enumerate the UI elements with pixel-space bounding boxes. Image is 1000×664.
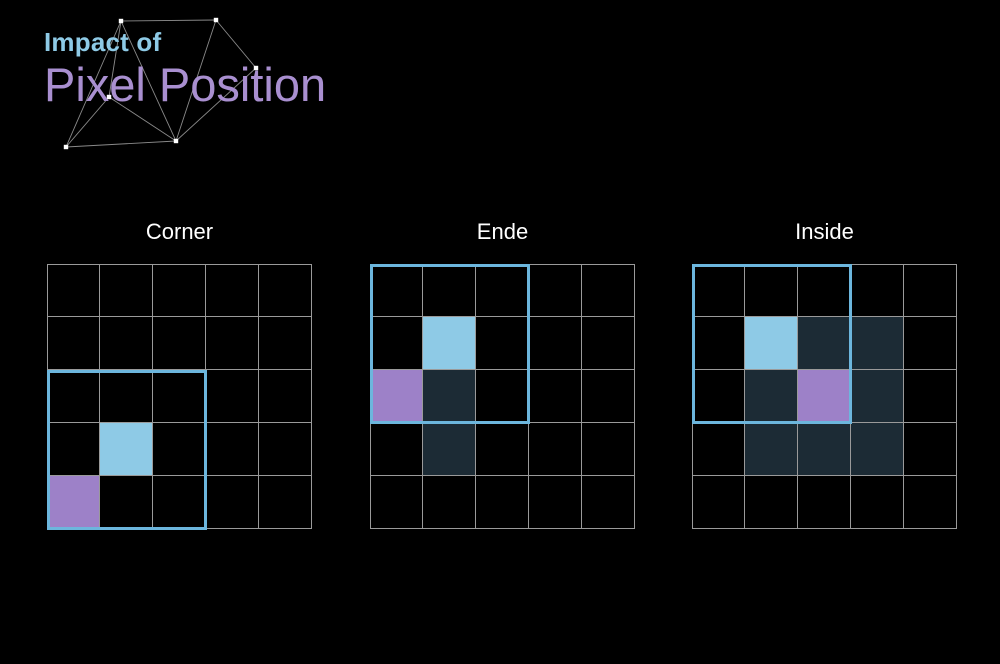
- grid-cell[interactable]: [476, 264, 529, 317]
- grid-cell[interactable]: [153, 476, 206, 529]
- grid-cell[interactable]: [692, 423, 745, 476]
- panel-inside: Inside: [692, 216, 957, 529]
- pixel-grid: [692, 264, 957, 529]
- grid-cell[interactable]: [582, 317, 635, 370]
- grid-cell[interactable]: [370, 423, 423, 476]
- grid-cell[interactable]: [529, 264, 582, 317]
- grid-cell[interactable]: [851, 423, 904, 476]
- grid-cell[interactable]: [582, 264, 635, 317]
- panel-title: Inside: [795, 219, 854, 244]
- grid-cell[interactable]: [47, 476, 100, 529]
- grid-cell[interactable]: [476, 317, 529, 370]
- grid-cell[interactable]: [153, 423, 206, 476]
- grid-cell[interactable]: [582, 370, 635, 423]
- grid-cell[interactable]: [370, 317, 423, 370]
- grid-cells: [47, 264, 312, 529]
- grid-cell[interactable]: [529, 423, 582, 476]
- grid-cell[interactable]: [206, 476, 259, 529]
- title-eyebrow: Impact of: [44, 27, 162, 57]
- grid-cell[interactable]: [476, 476, 529, 529]
- grid-cell[interactable]: [259, 317, 312, 370]
- panel-title: Corner: [145, 219, 214, 244]
- panel-title: Ende: [476, 219, 529, 244]
- grid-cell[interactable]: [582, 423, 635, 476]
- grid-cell[interactable]: [798, 476, 851, 529]
- pixel-grid: [370, 264, 635, 529]
- grid-cell[interactable]: [47, 317, 100, 370]
- grid-cell[interactable]: [423, 370, 476, 423]
- grid-cell[interactable]: [904, 476, 957, 529]
- grid-cell[interactable]: [47, 370, 100, 423]
- graph-edge: [120, 19, 217, 22]
- panels-row: Corner Ende Inside: [0, 216, 1000, 536]
- grid-cell[interactable]: [100, 370, 153, 423]
- panel-corner: Corner: [47, 216, 312, 530]
- panel-ende: Ende: [370, 216, 635, 529]
- grid-cell[interactable]: [423, 423, 476, 476]
- grid-cell[interactable]: [851, 264, 904, 317]
- grid-cell[interactable]: [904, 370, 957, 423]
- grid-cell[interactable]: [745, 476, 798, 529]
- grid-cell[interactable]: [904, 317, 957, 370]
- grid-cell[interactable]: [692, 264, 745, 317]
- grid-cell[interactable]: [153, 264, 206, 317]
- title-main: Pixel Position: [44, 57, 327, 111]
- grid-cell[interactable]: [206, 264, 259, 317]
- grid-cell[interactable]: [100, 423, 153, 476]
- grid-cell[interactable]: [904, 264, 957, 317]
- grid-cell[interactable]: [745, 317, 798, 370]
- grid-cells: [370, 264, 635, 529]
- grid-cell[interactable]: [798, 264, 851, 317]
- grid-cell[interactable]: [851, 476, 904, 529]
- grid-cell[interactable]: [529, 476, 582, 529]
- page-title: Impact of Pixel Position: [44, 28, 326, 111]
- grid-cell[interactable]: [692, 370, 745, 423]
- grid-cell[interactable]: [100, 317, 153, 370]
- grid-cell[interactable]: [529, 370, 582, 423]
- grid-cell[interactable]: [851, 370, 904, 423]
- graph-node: [63, 144, 69, 150]
- grid-cell[interactable]: [206, 370, 259, 423]
- grid-cell[interactable]: [370, 370, 423, 423]
- grid-cell[interactable]: [153, 370, 206, 423]
- grid-cell[interactable]: [851, 317, 904, 370]
- grid-cell[interactable]: [476, 423, 529, 476]
- grid-cell[interactable]: [423, 264, 476, 317]
- pixel-grid: [47, 264, 312, 530]
- grid-cell[interactable]: [798, 317, 851, 370]
- grid-cell[interactable]: [47, 423, 100, 476]
- grid-cell[interactable]: [798, 423, 851, 476]
- grid-cell[interactable]: [153, 317, 206, 370]
- grid-cell[interactable]: [100, 476, 153, 529]
- grid-cell[interactable]: [259, 264, 312, 317]
- grid-cell[interactable]: [745, 264, 798, 317]
- grid-cell[interactable]: [692, 476, 745, 529]
- grid-cell[interactable]: [904, 423, 957, 476]
- grid-cell[interactable]: [582, 476, 635, 529]
- grid-cell[interactable]: [206, 317, 259, 370]
- grid-cell[interactable]: [692, 317, 745, 370]
- grid-cell[interactable]: [259, 370, 312, 423]
- graph-node: [173, 138, 179, 144]
- graph-edge: [65, 140, 177, 148]
- grid-cell[interactable]: [423, 317, 476, 370]
- grid-cell[interactable]: [476, 370, 529, 423]
- grid-cell[interactable]: [370, 476, 423, 529]
- grid-cells: [692, 264, 957, 529]
- grid-cell[interactable]: [370, 264, 423, 317]
- grid-cell[interactable]: [745, 370, 798, 423]
- grid-cell[interactable]: [100, 264, 153, 317]
- grid-cell[interactable]: [259, 423, 312, 476]
- grid-cell[interactable]: [206, 423, 259, 476]
- grid-cell[interactable]: [259, 476, 312, 529]
- grid-cell[interactable]: [798, 370, 851, 423]
- graph-node: [118, 18, 124, 24]
- grid-cell[interactable]: [47, 264, 100, 317]
- grid-cell[interactable]: [423, 476, 476, 529]
- grid-cell[interactable]: [529, 317, 582, 370]
- graph-node: [213, 17, 219, 23]
- grid-cell[interactable]: [745, 423, 798, 476]
